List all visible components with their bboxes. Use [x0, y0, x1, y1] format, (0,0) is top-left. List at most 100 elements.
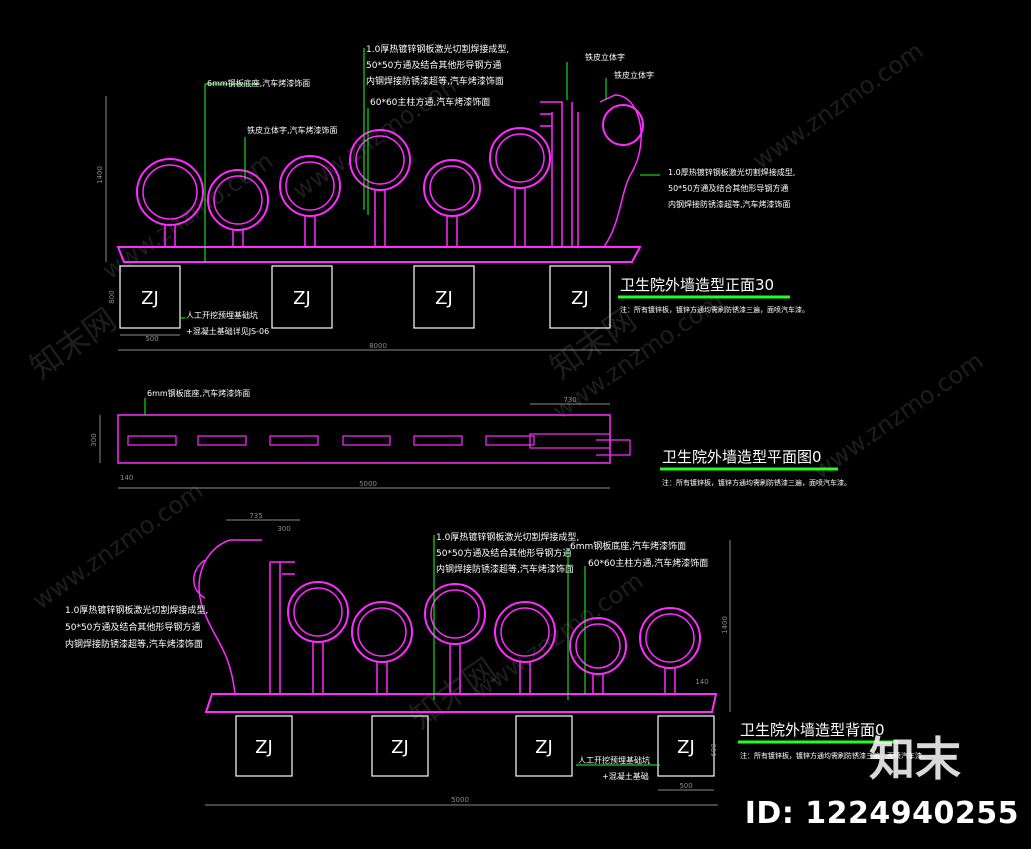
sign-curl: [193, 559, 206, 599]
dim-text: 500: [679, 782, 692, 790]
footing-box: [549, 265, 611, 329]
frame-post: [269, 561, 295, 694]
section-note: 注：所有镀锌板，镀锌方通均需刷防锈漆三遍，面喷汽车漆。: [620, 305, 809, 314]
ring-outer: [494, 601, 556, 663]
footing-box: [119, 265, 181, 329]
dim-text: 1400: [96, 166, 104, 184]
footing-box: [515, 715, 573, 777]
footing-label: ZJ: [435, 288, 453, 309]
ring-inner: [285, 161, 335, 211]
callout-text: 内钢焊接防锈漆超等,汽车烤漆饰面: [436, 563, 574, 575]
footing-label: ZJ: [535, 737, 553, 758]
section-note: 注：所有镀锌板，镀锌方通均需刷防锈漆三遍，面喷汽车漆。: [662, 478, 851, 487]
callout-text: 1.0厚热镀锌钢板激光切割焊接成型,: [668, 167, 795, 177]
callout-text: 60*60主柱方通,汽车烤漆饰面: [588, 557, 708, 569]
callout-text: 6mm钢板底座,汽车烤漆饰面: [147, 388, 250, 398]
callout-text: 内钢焊接防锈漆超等,汽车烤漆饰面: [65, 638, 203, 650]
footing-box: [657, 715, 715, 777]
plan-ring-slot: [485, 435, 535, 446]
dim-text: 1400: [721, 616, 729, 634]
ring-inner: [495, 133, 545, 183]
sign-ring: [602, 104, 644, 146]
plan-ring-slot: [342, 435, 391, 446]
dim-text: 730: [563, 396, 576, 404]
ring-outer: [639, 607, 701, 669]
ring-outer: [489, 127, 551, 189]
footing-box: [271, 265, 333, 329]
callout-text: 50*50方通及结合其他形导钢方通: [436, 547, 571, 559]
callout-text: 内钢焊接防锈漆超等,汽车烤漆饰面: [668, 199, 791, 209]
footing-note: 人工开挖预埋基础坑: [186, 310, 258, 320]
ring-outer: [279, 155, 341, 217]
ring-outer: [569, 617, 627, 675]
callout-text: 6mm钢板底座,汽车烤漆饰面: [570, 540, 686, 552]
footing-label: ZJ: [141, 288, 159, 309]
dim-text: 140: [120, 474, 133, 482]
ring-inner: [430, 589, 480, 639]
section-title: 卫生院外墙造型平面图0: [662, 448, 822, 466]
callout-text: 铁皮立体字: [585, 52, 625, 62]
sign-outline: [599, 94, 642, 248]
base-slab: [204, 693, 718, 713]
ring-outer: [207, 169, 269, 231]
callout-text: 1.0厚热镀锌钢板激光切割焊接成型,: [436, 531, 579, 543]
dim-text: 300: [277, 525, 290, 533]
brand-watermark: 知末: [869, 732, 961, 786]
ring-inner: [500, 607, 550, 657]
footing-note: +混凝土基础: [602, 771, 649, 781]
plan-ring-slot: [127, 435, 177, 446]
dim-text: 600: [710, 743, 718, 756]
plan-ring-slot: [413, 435, 463, 446]
ring-outer: [287, 581, 349, 643]
callout-text: 1.0厚热镀锌钢板激光切割焊接成型,: [65, 604, 208, 616]
frame-post: [540, 101, 563, 247]
ring-inner: [357, 607, 407, 657]
ring-inner: [645, 613, 695, 663]
ring-outer: [424, 583, 486, 645]
ring-inner: [293, 587, 343, 637]
callout-text: 内钢焊接防锈漆超等,汽车烤漆饰面: [366, 75, 504, 87]
footing-label: ZJ: [677, 737, 695, 758]
footing-box: [235, 715, 293, 777]
callout-text: 铁皮立体字,汽车烤漆饰面: [247, 125, 338, 135]
section-title: 卫生院外墙造型正面30: [620, 276, 774, 294]
footing-label: ZJ: [293, 288, 311, 309]
ring-inner: [142, 164, 198, 220]
callout-text: 50*50方通及结合其他形导钢方通: [65, 621, 200, 633]
ring-inner: [429, 165, 475, 211]
ring-inner: [575, 623, 621, 669]
ring-outer: [136, 158, 204, 226]
ring-inner: [213, 175, 263, 225]
dim-text: 140: [695, 678, 708, 686]
image-id-label: ID: 1224940255: [744, 796, 1019, 831]
footing-label: ZJ: [571, 288, 589, 309]
callout-text: 1.0厚热镀锌钢板激光切割焊接成型,: [366, 43, 509, 55]
dim-text: 5000: [359, 480, 377, 488]
plan-ring-slot: [269, 435, 319, 446]
plan-sign-slot: [529, 433, 611, 449]
footing-label: ZJ: [255, 737, 273, 758]
dim-text: 5000: [451, 796, 469, 804]
section-note: 注：所有镀锌板，镀锌方通均需刷防锈漆三遍，面喷汽车漆。: [740, 751, 929, 760]
dim-text: 500: [145, 335, 158, 343]
callout-text: 50*50方通及结合其他形导钢方通: [668, 183, 788, 193]
footing-label: ZJ: [391, 737, 409, 758]
plan-sign-tab: [596, 439, 631, 456]
frame-post-2: [571, 102, 579, 247]
dim-text: 300: [90, 433, 98, 446]
dim-text: 8000: [369, 342, 387, 350]
callout-text: 铁皮立体字: [614, 70, 654, 80]
dim-text: 800: [108, 290, 116, 303]
callout-text: 6mm钢板底座,汽车烤漆饰面: [207, 78, 310, 88]
sign-outline: [198, 539, 262, 695]
footing-note: 人工开挖预埋基础坑: [578, 755, 650, 765]
ring-inner: [355, 135, 405, 185]
footing-box: [371, 715, 429, 777]
callout-text: 60*60主柱方通,汽车烤漆饰面: [370, 96, 490, 108]
callout-text: 50*50方通及结合其他形导钢方通: [366, 59, 501, 71]
ring-outer: [351, 601, 413, 663]
